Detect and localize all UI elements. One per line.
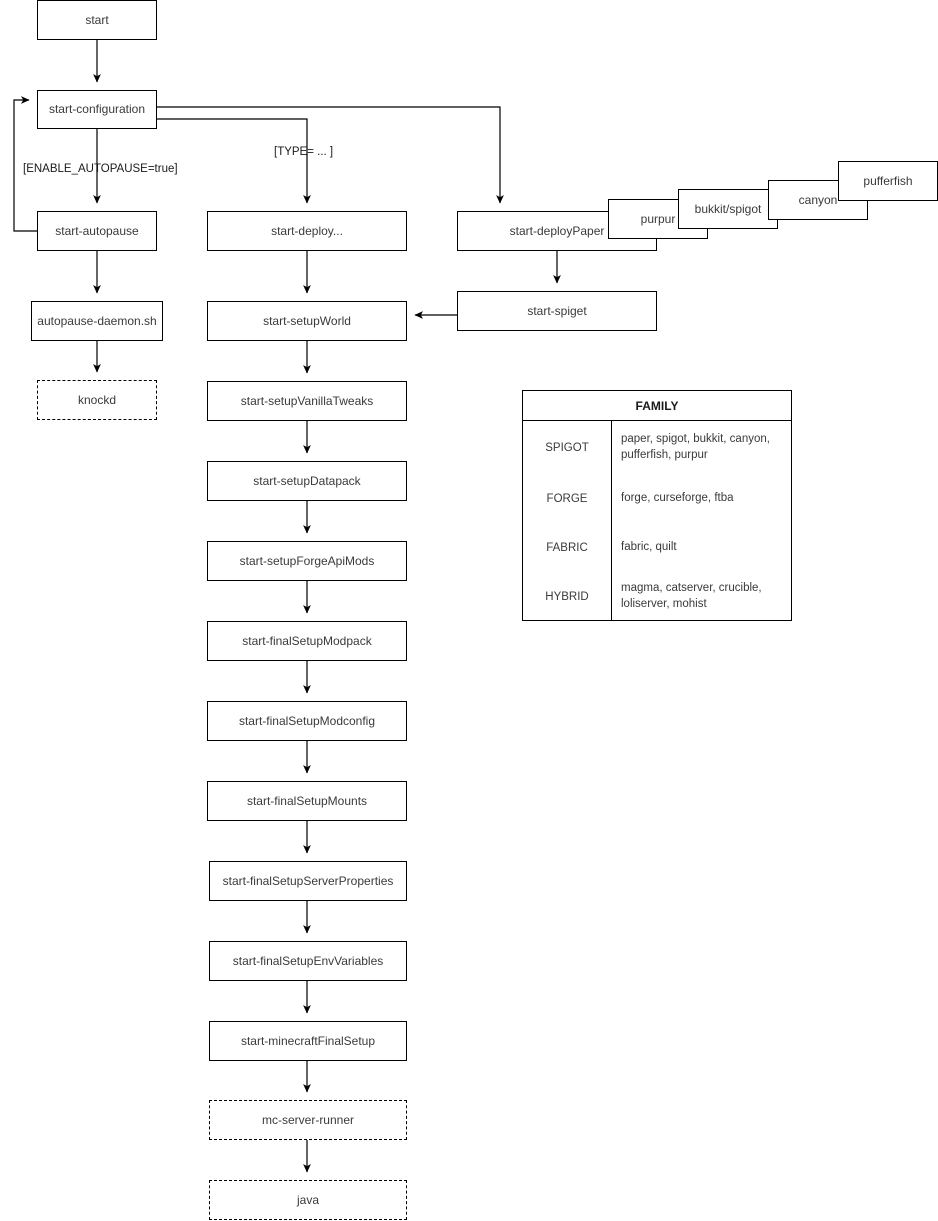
node-label: start-autopause <box>55 223 139 238</box>
node-label: start-finalSetupModpack <box>242 633 372 648</box>
node-label: start-deploy... <box>271 223 343 238</box>
node-label: mc-server-runner <box>261 1112 354 1127</box>
node-label: autopause-daemon.sh <box>37 313 157 328</box>
node-start-finalSetupServerProperties[interactable]: start-finalSetupServerProperties <box>209 861 407 901</box>
node-start-setupDatapack[interactable]: start-setupDatapack <box>207 461 407 501</box>
node-label: java <box>296 1192 319 1207</box>
family-table-row: FABRIC fabric, quilt <box>523 524 791 572</box>
node-label: pufferfish <box>863 173 913 188</box>
node-start[interactable]: start <box>37 0 157 40</box>
family-row-value: magma, catserver, crucible, loliserver, … <box>621 581 762 610</box>
node-start-finalSetupModconfig[interactable]: start-finalSetupModconfig <box>207 701 407 741</box>
family-table-row: SPIGOT paper, spigot, bukkit, canyon, puf… <box>523 421 791 474</box>
family-row-key: HYBRID <box>523 572 612 621</box>
node-start-setupWorld[interactable]: start-setupWorld <box>207 301 407 341</box>
node-label: start-minecraftFinalSetup <box>240 1033 376 1048</box>
node-label: canyon <box>798 192 838 207</box>
family-row-key: SPIGOT <box>523 421 612 474</box>
node-label: start-spiget <box>527 303 587 318</box>
node-label: start-configuration <box>48 102 146 117</box>
node-label: start-setupWorld <box>263 313 351 328</box>
node-start-configuration[interactable]: start-configuration <box>37 90 157 129</box>
edge-configuration-to-deploy <box>157 118 311 204</box>
node-label: start <box>85 12 109 27</box>
node-label: start-finalSetupModconfig <box>238 713 376 728</box>
edge-label-enable-autopause: [ENABLE_AUTOPAUSE=true] <box>23 163 178 175</box>
family-row-key: FABRIC <box>523 524 612 572</box>
node-java[interactable]: java <box>209 1180 407 1220</box>
family-row-value: fabric, quilt <box>621 541 677 554</box>
node-start-setupForgeApiMods[interactable]: start-setupForgeApiMods <box>207 541 407 581</box>
node-start-spiget[interactable]: start-spiget <box>457 291 657 331</box>
family-row-value: paper, spigot, bukkit, canyon, pufferfis… <box>621 432 770 461</box>
family-legend-table: FAMILY SPIGOT paper, spigot, bukkit, cany… <box>522 390 792 621</box>
node-label: start-deployPaper <box>509 223 605 238</box>
node-start-setupVanillaTweaks[interactable]: start-setupVanillaTweaks <box>207 381 407 421</box>
node-bukkit-spigot[interactable]: bukkit/spigot <box>678 189 778 229</box>
family-table-body: SPIGOT paper, spigot, bukkit, canyon, puf… <box>523 421 791 621</box>
edge-label-type: [TYPE= ... ] <box>274 146 334 158</box>
node-pufferfish[interactable]: pufferfish <box>838 161 938 201</box>
node-label: start-finalSetupServerProperties <box>222 873 394 888</box>
node-label: start-finalSetupEnvVariables <box>232 953 384 968</box>
family-table-row: FORGE forge, curseforge, ftba <box>523 474 791 524</box>
family-row-value: forge, curseforge, ftba <box>621 492 734 505</box>
node-label: purpur <box>640 211 676 226</box>
family-row-key: FORGE <box>523 474 612 524</box>
family-table-header: FAMILY <box>523 391 791 421</box>
family-table-row: HYBRID magma, catserver, crucible, lolise… <box>523 572 791 621</box>
node-autopause-daemon[interactable]: autopause-daemon.sh <box>31 301 163 341</box>
node-start-finalSetupMounts[interactable]: start-finalSetupMounts <box>207 781 407 821</box>
node-start-finalSetupEnvVariables[interactable]: start-finalSetupEnvVariables <box>209 941 407 981</box>
node-label: knockd <box>77 392 117 407</box>
node-start-autopause[interactable]: start-autopause <box>37 211 157 251</box>
node-start-finalSetupModpack[interactable]: start-finalSetupModpack <box>207 621 407 661</box>
node-label: start-setupForgeApiMods <box>239 553 375 568</box>
node-label: start-setupVanillaTweaks <box>240 393 374 408</box>
node-start-deploy[interactable]: start-deploy... <box>207 211 407 251</box>
node-start-minecraftFinalSetup[interactable]: start-minecraftFinalSetup <box>209 1021 407 1061</box>
node-label: start-finalSetupMounts <box>246 793 368 808</box>
node-knockd[interactable]: knockd <box>37 380 157 420</box>
node-mc-server-runner[interactable]: mc-server-runner <box>209 1100 407 1140</box>
node-label: start-setupDatapack <box>253 473 361 488</box>
node-label: bukkit/spigot <box>694 201 762 216</box>
